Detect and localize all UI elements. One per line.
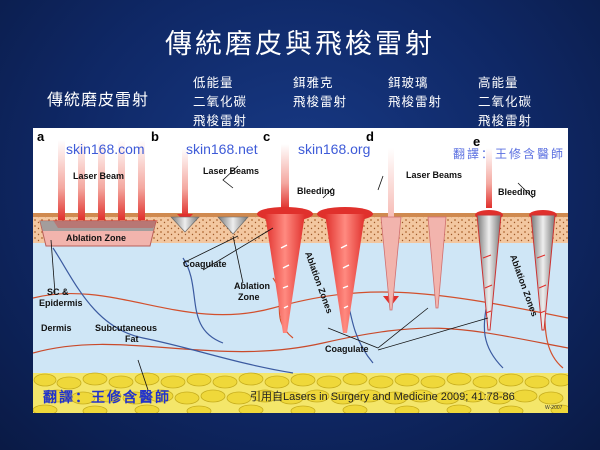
laser-impact-a [53, 220, 158, 228]
label-subcutaneous-2: Fat [125, 334, 139, 344]
ablation-zone-d1 [380, 216, 402, 311]
laser-beams-a [58, 140, 145, 220]
ablation-zone-e1 [476, 214, 502, 331]
watermark-net: skin168.net [186, 141, 258, 157]
tissue-texture-c [280, 244, 350, 309]
label-bleeding-e: Bleeding [498, 187, 536, 197]
laser-beam-c [281, 144, 289, 209]
header-traditional-resurfacing: 傳統磨皮雷射 [47, 90, 150, 109]
cone-b2 [217, 216, 249, 235]
ablation-zone-d2 [427, 216, 447, 309]
cone-b1 [170, 216, 200, 233]
skin-diagram-svg: a b c d e skin168.com skin168.net skin16… [33, 129, 568, 413]
figure-code: W-2007 [545, 405, 563, 411]
label-ablation-zone-a: Ablation Zone [66, 233, 126, 243]
fat-cells [33, 372, 568, 413]
citation: 引用自Lasers in Surgery and Medicine 2009; … [250, 389, 515, 403]
header-line: 飛梭雷射 [293, 94, 348, 109]
header-line: 低能量 [193, 75, 234, 90]
label-pointers [50, 165, 534, 391]
laser-beam-b [177, 148, 193, 222]
panel-c-letter: c [263, 129, 270, 144]
label-laser-beams-b: Laser Beams [203, 166, 259, 176]
watermark-org: skin168.org [298, 141, 370, 157]
panel-e-letter: e [473, 134, 480, 149]
label-sc-epidermis-1: SC & [47, 287, 69, 297]
header-line: 飛梭雷射 [478, 113, 533, 128]
panel-d-letter: d [366, 129, 374, 144]
ablation-zone-e2 [530, 214, 556, 331]
label-laser-beams-d: Laser Beams [406, 170, 462, 180]
label-ablation-b-1: Ablation [234, 281, 270, 291]
watermark-com: skin168.com [66, 141, 145, 157]
header-line: 飛梭雷射 [388, 94, 443, 109]
ablation-zone-a-crust [40, 221, 156, 231]
label-coagulate-bottom: Coagulate [325, 344, 369, 354]
label-ablation-b-2: Zone [238, 292, 260, 302]
label-sc-epidermis-2: Epidermis [39, 298, 83, 308]
translator-watermark-top: 翻譯：王修含醫師 [453, 146, 565, 161]
tissue-texture-e [482, 254, 547, 314]
label-bleeding-c: Bleeding [297, 186, 335, 196]
laser-beam-e [486, 148, 492, 208]
ablation-zone-c2 [325, 214, 365, 333]
header-line: 飛梭雷射 [193, 113, 248, 128]
header-low-energy-co2: 低能量 二氧化碳 飛梭雷射 [193, 73, 247, 130]
label-dermis: Dermis [41, 323, 72, 333]
panel-a-letter: a [37, 129, 45, 144]
translator-credit-bottom: 翻譯：王修含醫師 [43, 389, 171, 406]
header-line: 高能量 [478, 75, 519, 90]
header-line: 二氧化碳 [193, 94, 248, 109]
panel-b-letter: b [151, 129, 159, 144]
slide-title: 傳統磨皮與飛梭雷射 [165, 29, 435, 60]
label-laser-beam: Laser Beam [73, 171, 124, 181]
label-subcutaneous-1: Subcutaneous [95, 323, 157, 333]
skin-diagram: a b c d e skin168.com skin168.net skin16… [33, 128, 568, 413]
header-high-energy-co2: 高能量 二氧化碳 飛梭雷射 [478, 73, 532, 130]
label-coagulate-top: Coagulate [183, 259, 227, 269]
header-line: 鉺玻璃 [388, 75, 429, 90]
header-erbium-glass: 鉺玻璃 飛梭雷射 [388, 73, 442, 111]
header-erbium-yag: 鉺雅克 飛梭雷射 [293, 73, 347, 111]
header-line: 二氧化碳 [478, 94, 533, 109]
ablation-zone-c1 [265, 214, 305, 333]
header-line: 鉺雅克 [293, 75, 334, 90]
